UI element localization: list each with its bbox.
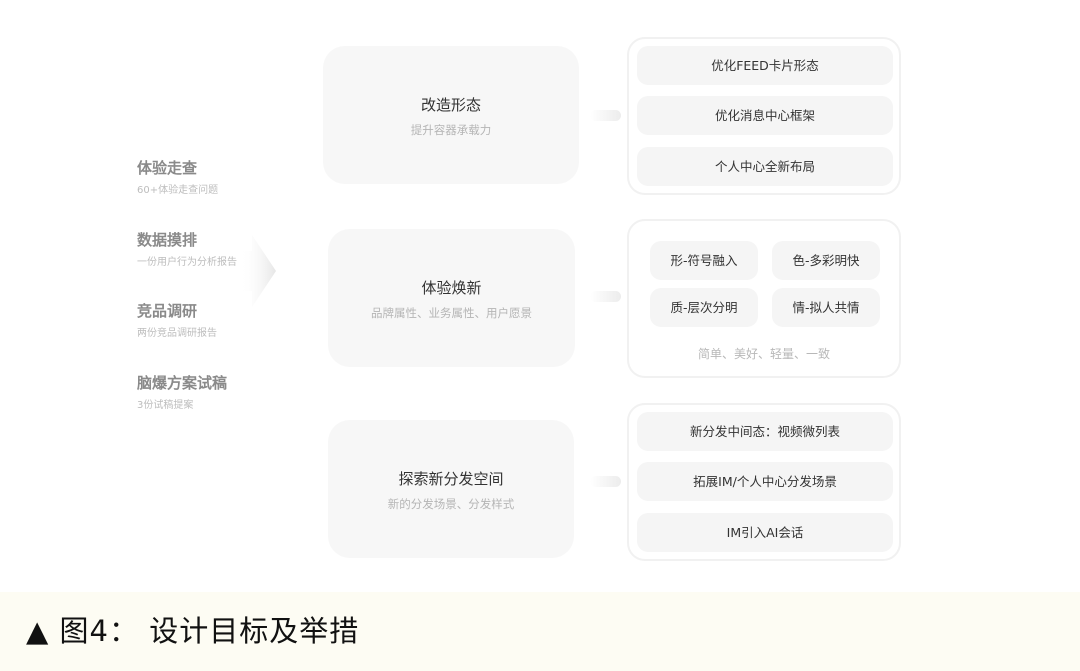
input-subtitle: 两份竞品调研报告 [137, 328, 217, 339]
measure-item: 形-符号融入 [650, 241, 758, 280]
measures-panel: 新分发中间态：视频微列表 拓展IM/个人中心分发场景 IM引入AI会话 [627, 403, 901, 561]
goal-card: 体验焕新 品牌属性、业务属性、用户愿景 [328, 229, 575, 367]
connector [590, 476, 621, 487]
input-title: 体验走查 [137, 159, 198, 177]
measure-item: 优化FEED卡片形态 [637, 46, 893, 85]
goal-title: 探索新分发空间 [398, 470, 504, 488]
measures-panel: 形-符号融入 色-多彩明快 质-层次分明 情-拟人共情 简单、美好、轻量、一致 [627, 219, 901, 378]
goal-card: 改造形态 提升容器承载力 [323, 46, 579, 184]
input-subtitle: 3份试稿提案 [137, 400, 194, 411]
input-subtitle: 一份用户行为分析报告 [137, 257, 237, 268]
measure-item: 新分发中间态：视频微列表 [637, 412, 893, 451]
measure-item: 情-拟人共情 [772, 288, 880, 327]
input-title: 数据摸排 [137, 231, 198, 249]
figure-caption: ▲ 图4： 设计目标及举措 [26, 614, 360, 648]
goal-subtitle: 提升容器承载力 [410, 123, 492, 137]
input-title: 竞品调研 [137, 302, 198, 320]
input-subtitle: 60+体验走查问题 [137, 185, 219, 196]
goal-title: 体验焕新 [421, 279, 482, 297]
measures-panel: 优化FEED卡片形态 优化消息中心框架 个人中心全新布局 [627, 37, 901, 195]
goal-card: 探索新分发空间 新的分发场景、分发样式 [328, 420, 574, 558]
goal-title: 改造形态 [420, 96, 481, 114]
caption-band: ▲ 图4： 设计目标及举措 [0, 592, 1080, 671]
measure-item: 质-层次分明 [650, 288, 758, 327]
arrow-right-icon [240, 235, 276, 307]
goal-subtitle: 新的分发场景、分发样式 [387, 497, 515, 511]
goal-subtitle: 品牌属性、业务属性、用户愿景 [371, 306, 532, 320]
measure-item: 拓展IM/个人中心分发场景 [637, 462, 893, 501]
measure-item: 个人中心全新布局 [637, 147, 893, 186]
measure-item: 色-多彩明快 [772, 241, 880, 280]
measure-item: IM引入AI会话 [637, 513, 893, 552]
input-title: 脑爆方案试稿 [137, 374, 228, 392]
measures-summary: 简单、美好、轻量、一致 [697, 347, 830, 361]
measure-item: 优化消息中心框架 [637, 96, 893, 135]
connector [590, 291, 621, 302]
connector [590, 110, 621, 121]
